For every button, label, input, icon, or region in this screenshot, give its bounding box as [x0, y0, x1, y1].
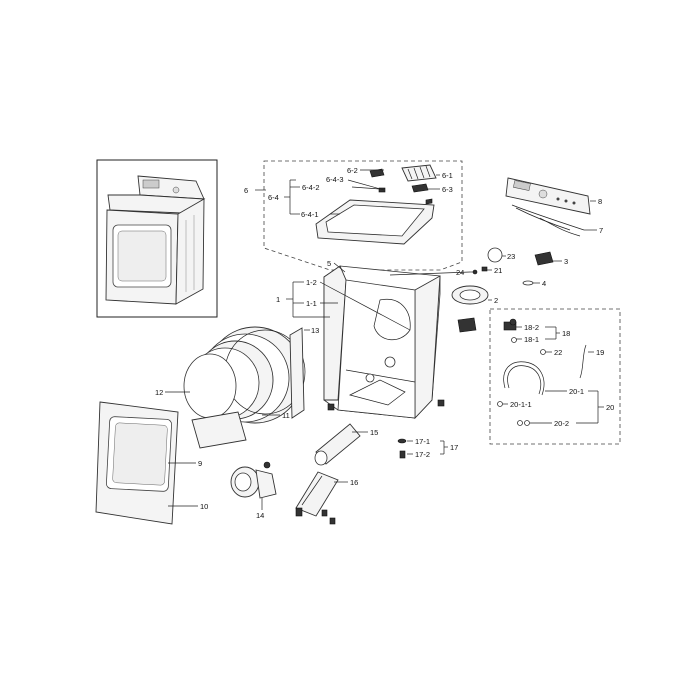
part-22-washer — [540, 349, 546, 355]
part-23-knob — [487, 247, 503, 263]
part-1-cabinet — [323, 265, 445, 420]
callout-6-4-2: 6-4-2 — [302, 183, 320, 192]
callout-18: 18 — [562, 329, 570, 338]
callout-18-2: 18-2 — [524, 323, 539, 332]
part-20-1-fill-hose — [503, 361, 545, 396]
part-19-hose-elbow — [579, 344, 587, 379]
callout-20: 20 — [606, 403, 614, 412]
part-17-leveling-feet — [397, 438, 407, 459]
part-6-3-clip — [411, 183, 429, 193]
part-12-front-bulkhead — [183, 353, 247, 449]
callout-20-2: 20-2 — [554, 419, 569, 428]
callout-3: 3 — [564, 257, 568, 266]
part-15-exhaust-duct — [314, 423, 361, 466]
accessory-kit-box — [489, 308, 621, 445]
part-6-4-1-top-cover — [315, 199, 435, 245]
callout-21: 21 — [494, 266, 502, 275]
part-20-2-washer — [517, 420, 523, 426]
callout-20-1-1: 20-1-1 — [510, 400, 532, 409]
callout-10: 10 — [200, 502, 208, 511]
part-14-motor-blower — [230, 461, 277, 499]
assembled-dryer-inset — [96, 159, 218, 318]
callout-2: 2 — [494, 296, 498, 305]
top-cover-group-box — [263, 160, 463, 271]
callout-20-1: 20-1 — [569, 387, 584, 396]
callout-4: 4 — [542, 279, 546, 288]
callout-13: 13 — [311, 326, 319, 335]
part-21-clip — [481, 266, 488, 272]
foot-extra-left — [321, 509, 328, 517]
callout-5: 5 — [327, 259, 331, 268]
callout-18-1: 18-1 — [524, 335, 539, 344]
callout-23: 23 — [507, 252, 515, 261]
callout-24: 24 — [456, 268, 464, 277]
part-3-sensor — [534, 251, 554, 266]
part-18-2-valve — [503, 318, 517, 331]
callout-9: 9 — [198, 459, 202, 468]
callout-6-4-1: 6-4-1 — [301, 210, 319, 219]
callout-19: 19 — [596, 348, 604, 357]
part-20-1-1-washer — [497, 401, 503, 407]
callout-labels: 6 6-2 6-1 6-4-3 6-4-2 6-3 6-4 6-4-1 8 7 … — [155, 166, 614, 520]
part-18-1-washer — [511, 337, 517, 343]
callout-15: 15 — [370, 428, 378, 437]
part-20-2-washer-b — [524, 420, 530, 426]
callout-17-1: 17-1 — [415, 437, 430, 446]
part-6-4-2 — [378, 187, 386, 193]
part-small-bracket — [457, 317, 477, 333]
part-2-duct-ring — [451, 285, 489, 305]
part-7-wire-harness — [511, 204, 585, 237]
callout-14: 14 — [256, 511, 264, 520]
part-13-rear-bulkhead — [289, 327, 305, 419]
callout-6-2: 6-2 — [347, 166, 358, 175]
callout-12: 12 — [155, 388, 163, 397]
callout-1-2: 1-2 — [306, 278, 317, 287]
callout-7: 7 — [599, 226, 603, 235]
callout-1-1: 1-1 — [306, 299, 317, 308]
callout-17-2: 17-2 — [415, 450, 430, 459]
part-16-heater — [295, 471, 339, 517]
part-8-control-panel — [505, 177, 591, 215]
callout-8: 8 — [598, 197, 602, 206]
callout-17: 17 — [450, 443, 458, 452]
callout-22: 22 — [554, 348, 562, 357]
callout-1: 1 — [276, 295, 280, 304]
foot-extra-left-2 — [329, 517, 336, 525]
part-4-clip — [522, 280, 534, 286]
part-6-1-filter-cover — [401, 164, 437, 182]
leader-lines — [165, 169, 604, 510]
callout-6-1: 6-1 — [442, 171, 453, 180]
part-6-x-screw — [425, 198, 433, 205]
callout-6-4-3: 6-4-3 — [326, 175, 344, 184]
callout-6-4: 6-4 — [268, 193, 279, 202]
callout-6-3: 6-3 — [442, 185, 453, 194]
callout-11: 11 — [282, 411, 290, 420]
part-9-door — [112, 422, 168, 486]
callout-16: 16 — [350, 478, 358, 487]
callout-6: 6 — [244, 186, 248, 195]
